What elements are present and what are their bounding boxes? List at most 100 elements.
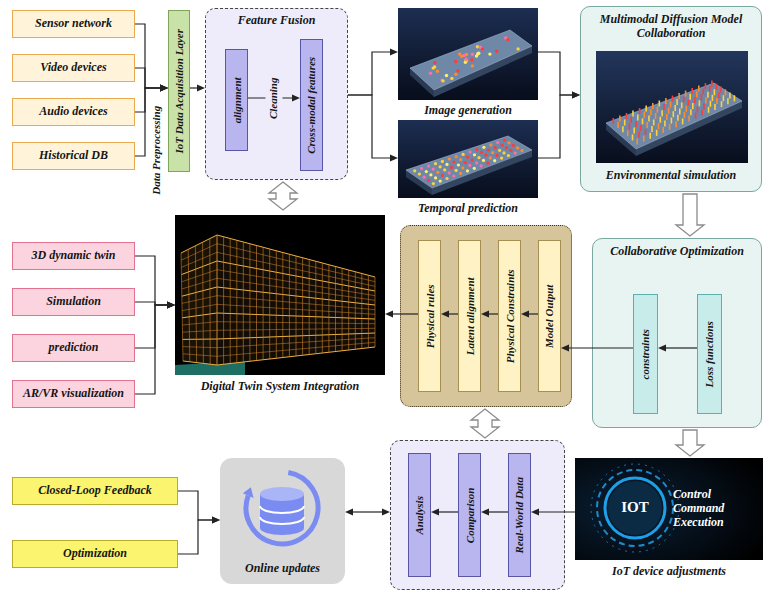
box-label: Simulation	[46, 295, 101, 309]
block-arrow	[471, 409, 499, 438]
arrow-head	[160, 84, 168, 91]
connector	[538, 52, 580, 99]
data-point	[457, 163, 460, 166]
box-label: 3D dynamic twin	[31, 249, 115, 263]
connector	[531, 508, 575, 515]
digital-twin-render	[175, 215, 385, 375]
data-point	[491, 151, 494, 154]
data-point	[464, 161, 467, 164]
data-bar	[672, 96, 674, 102]
data-point	[475, 54, 478, 57]
shape-g	[613, 81, 734, 145]
connector	[248, 94, 300, 101]
connector-line	[178, 520, 213, 554]
data-bar	[630, 117, 632, 123]
arrow-head	[345, 508, 353, 515]
data-bar	[683, 96, 685, 102]
data-point	[482, 159, 485, 162]
data-bar	[687, 100, 689, 106]
rack-line	[328, 265, 329, 353]
shape-rect	[398, 8, 538, 100]
connector-line	[135, 24, 161, 88]
data-point	[462, 153, 465, 156]
data-point	[413, 169, 416, 172]
shape-rect	[575, 458, 763, 560]
connector-line	[568, 347, 633, 348]
shelf-line	[182, 287, 217, 296]
data-point	[418, 172, 421, 175]
connector	[431, 508, 458, 515]
data-point	[475, 161, 478, 164]
data-bar	[708, 107, 710, 113]
rack-line	[322, 263, 323, 353]
rack-line	[230, 239, 231, 364]
connector	[135, 256, 175, 309]
data-bar	[681, 102, 683, 108]
box-label: Video devices	[40, 61, 106, 75]
connector	[190, 84, 205, 91]
data-bar	[638, 132, 640, 138]
layer-bar: IoT Data Acquisition Layer	[168, 10, 190, 172]
data-point	[450, 166, 453, 169]
data-point	[486, 162, 489, 165]
box-label-holder: Real-World Data	[509, 454, 530, 576]
data-bar	[655, 113, 657, 119]
data-bar	[701, 110, 703, 116]
data-bar	[651, 126, 653, 132]
process-box: alignment	[225, 49, 248, 151]
connector	[658, 344, 697, 351]
arrow-head	[292, 94, 300, 101]
data-point	[488, 52, 491, 55]
heading-text-holder: Control Command Execution	[673, 488, 759, 529]
data-point	[473, 167, 476, 170]
data-bar	[664, 120, 666, 126]
data-point	[469, 150, 472, 153]
data-point	[434, 162, 437, 165]
data-point	[462, 54, 465, 57]
data-point	[471, 64, 474, 67]
connector	[676, 430, 704, 456]
data-bar	[679, 109, 681, 115]
rack-line	[289, 254, 290, 356]
connector	[135, 84, 168, 156]
data-point	[441, 79, 444, 82]
data-point	[441, 160, 444, 163]
data-bar	[678, 93, 680, 99]
connector-line	[248, 97, 293, 98]
data-point	[516, 146, 519, 149]
rack-line	[315, 261, 316, 354]
image-panel: Temporal prediction	[398, 120, 538, 218]
rack-line	[276, 251, 277, 358]
connector	[135, 301, 175, 394]
block-arrow	[676, 430, 704, 456]
box-label: Loss functions	[703, 321, 716, 387]
caption-text: Online updates	[224, 562, 341, 576]
data-bar	[691, 88, 693, 94]
arrow-head	[197, 84, 205, 91]
caption-text-holder: Digital Twin System Integration	[179, 380, 381, 394]
connector-line	[538, 95, 573, 158]
box-label: Audio devices	[39, 105, 107, 119]
output-box: prediction	[12, 334, 135, 362]
feedback-box: Closed-Loop Feedback	[12, 477, 178, 505]
data-point	[454, 60, 457, 63]
data-bar	[725, 89, 727, 95]
data-bar	[712, 95, 714, 101]
data-bar	[612, 118, 614, 124]
data-bar	[633, 128, 635, 134]
iot-control-render	[575, 458, 763, 560]
input-box: Video devices	[12, 54, 135, 82]
data-point	[514, 152, 517, 155]
arrow-head	[160, 84, 168, 91]
data-point	[433, 65, 436, 68]
connector-line	[538, 511, 575, 512]
data-point	[506, 38, 509, 41]
shape-rect	[175, 215, 385, 375]
side-label: Data Preprocessing	[150, 106, 163, 195]
shape-path	[246, 473, 318, 544]
data-bar	[734, 95, 736, 101]
input-box: Sensor network	[12, 10, 135, 38]
data-point	[455, 155, 458, 158]
data-point	[448, 157, 451, 160]
caption-text: Temporal prediction	[402, 202, 534, 216]
